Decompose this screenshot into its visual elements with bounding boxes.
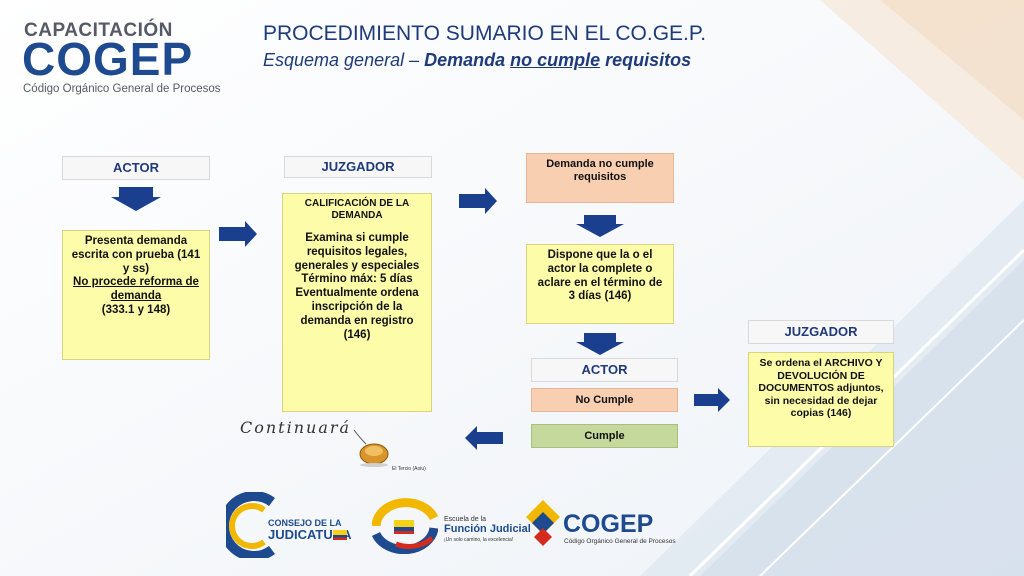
cogep-footer-logo: COGEP xyxy=(563,510,654,538)
judicatura-logo-line1: CONSEJO DE LA xyxy=(268,518,342,528)
cogep-logo-icon xyxy=(526,500,560,546)
actor-header-2: ACTOR xyxy=(531,358,678,382)
actor-header: ACTOR xyxy=(62,156,210,180)
judicatura-logo-icon xyxy=(226,492,275,558)
mouse-icon xyxy=(353,429,389,467)
arrow-down-icon xyxy=(111,187,161,211)
ecuador-flag-icon xyxy=(333,530,347,540)
escuela-logo-line1: Escuela de la xyxy=(444,516,487,523)
arrow-down-icon xyxy=(576,333,624,355)
judge-header: JUZGADOR xyxy=(284,156,432,178)
judge-header-2: JUZGADOR xyxy=(748,320,894,344)
judicatura-logo-line2: JUDICATURA xyxy=(268,527,352,542)
escuela-logo-icon xyxy=(372,498,438,554)
arrow-left-icon xyxy=(465,426,503,450)
page-title: PROCEDIMIENTO SUMARIO EN EL CO.GE.P. xyxy=(263,22,707,45)
logo-subtitle: Código Orgánico General de Procesos xyxy=(23,83,221,95)
judge-qualification-box: CALIFICACIÓN DE LA DEMANDA Examina si cu… xyxy=(282,193,432,412)
continuara-label: Continuará xyxy=(240,418,352,437)
page-subtitle: Esquema general – Demanda no cumple requ… xyxy=(263,50,692,70)
archive-documents-box: Se ordena el ARCHIVO Y DEVOLUCIÓN DE DOC… xyxy=(748,352,894,447)
escuela-logo-line3: ¡Un solo camino, la excelencia! xyxy=(444,537,514,543)
no-cumple-box: No Cumple xyxy=(531,388,678,412)
actor-demand-box: Presenta demanda escrita con prueba (141… xyxy=(62,230,210,360)
cumple-box: Cumple xyxy=(531,424,678,448)
arrow-down-icon xyxy=(576,215,624,237)
arrow-right-icon xyxy=(219,221,257,247)
mouse-caption: El Tercio (Aoiu) xyxy=(392,466,426,472)
cogep-footer-subtitle: Código Orgánico General de Procesos xyxy=(564,538,676,545)
complete-within-3-days-box: Dispone que la o el actor la complete o … xyxy=(526,244,674,324)
arrow-right-icon xyxy=(459,188,497,214)
demand-not-compliant-box: Demanda no cumple requisitos xyxy=(526,153,674,203)
arrow-right-icon xyxy=(694,388,730,412)
escuela-logo-line2: Función Judicial xyxy=(444,523,531,535)
logo-caption: CAPACITACIÓN xyxy=(24,20,173,41)
logo-cogep: COGEP xyxy=(22,33,194,85)
